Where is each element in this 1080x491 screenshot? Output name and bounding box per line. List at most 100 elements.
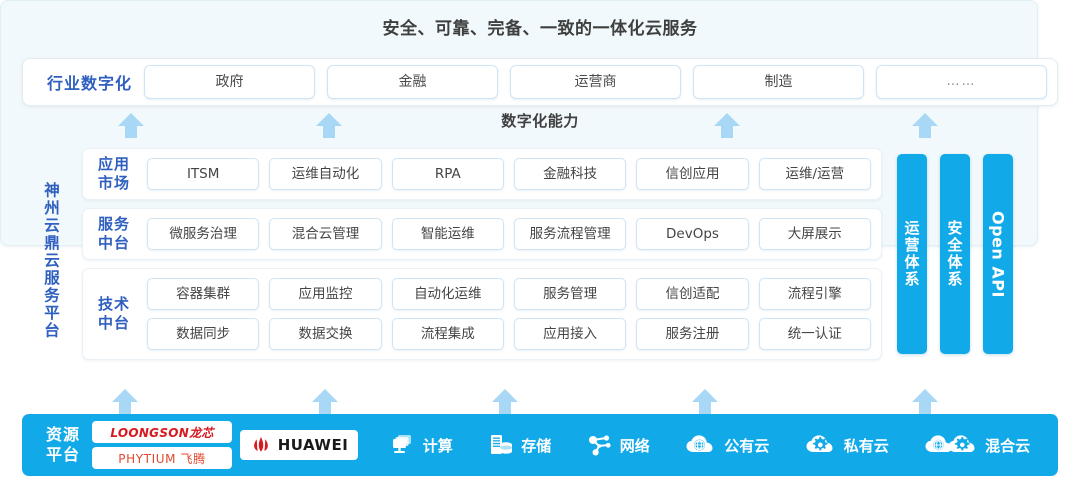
industry-chip-finance[interactable]: 金融 [327,65,499,99]
tile-row: 微服务治理 混合云管理 智能运维 服务流程管理 DevOps 大屏展示 [147,218,871,250]
pillar-open-api[interactable]: Open API [983,154,1013,354]
tile-application-access[interactable]: 应用接入 [513,318,627,350]
compute-icon [392,435,411,453]
industry-chip-manufacturing[interactable]: 制造 [693,65,865,99]
cloud-service-platform-panel [0,0,1038,246]
layer-body-application-market: ITSM 运维自动化 RPA 金融科技 信创应用 运维/运营 [145,158,881,190]
layer-title-application-market: 应用 市场 [83,155,145,193]
tile-application-monitoring[interactable]: 应用监控 [269,278,382,310]
layer-body-service-middle-platform: 微服务治理 混合云管理 智能运维 服务流程管理 DevOps 大屏展示 [145,218,881,250]
tile-fintech[interactable]: 金融科技 [513,158,627,190]
layer-title-line2: 中台 [97,234,130,252]
layer-title-line1: 应用 [97,155,130,174]
private-cloud-icon [806,435,833,452]
layer-title-line2: 市场 [97,174,130,192]
industry-chip-telecom[interactable]: 运营商 [510,65,682,99]
layer-body-technology-middle-platform: 容器集群 应用监控 自动化运维 服务管理 信创适配 流程引擎 数据同步 数据交换… [145,278,881,350]
resource-item-hybrid-cloud[interactable]: 混合云 [924,434,1030,456]
huawei-flower-icon [253,437,268,452]
tile-process-engine[interactable]: 流程引擎 [758,278,871,310]
resource-item-label: 计算 [422,436,453,455]
up-arrow-icon [714,112,740,138]
huawei-logo[interactable]: HUAWEI [240,430,359,460]
tile-xinchuang-adaptation[interactable]: 信创适配 [636,278,749,310]
tile-intelligent-ops[interactable]: 智能运维 [391,218,504,250]
tile-row: 容器集群 应用监控 自动化运维 服务管理 信创适配 流程引擎 [147,278,871,310]
tile-data-exchange[interactable]: 数据交换 [269,318,382,350]
resource-item-label: 私有云 [843,436,889,455]
layer-service-middle-platform: 服务 中台 微服务治理 混合云管理 智能运维 服务流程管理 DevOps 大屏展… [82,208,882,260]
up-arrow-icon [912,388,938,414]
industry-chip-list: 政府 金融 运营商 制造 …… [144,65,1048,99]
tile-service-management[interactable]: 服务管理 [513,278,627,310]
tile-microservice-governance[interactable]: 微服务治理 [147,218,260,250]
tile-service-registration[interactable]: 服务注册 [636,318,749,350]
digital-capability-strip: 数字化能力 [22,108,1058,138]
pillar-label: Open API [988,210,1008,298]
tile-hybrid-cloud-management[interactable]: 混合云管理 [269,218,382,250]
industry-digitalization-panel: 行业数字化 政府 金融 运营商 制造 …… [22,58,1058,106]
tile-itsm[interactable]: ITSM [147,158,260,190]
tile-service-process-management[interactable]: 服务流程管理 [513,218,627,250]
resource-item-label: 网络 [619,436,650,455]
hybrid-cloud-icon [925,435,975,452]
tile-rpa[interactable]: RPA [391,158,504,190]
tile-process-integration[interactable]: 流程集成 [391,318,504,350]
up-arrow-icon [692,388,718,414]
industry-label: 行业数字化 [47,74,133,93]
digital-capability-label: 数字化能力 [501,112,579,130]
resource-item-label: 存储 [521,436,552,455]
layer-title-service-middle-platform: 服务 中台 [83,215,145,253]
network-icon [588,435,611,456]
public-cloud-icon [686,435,713,452]
storage-icon [491,435,513,454]
tile-devops[interactable]: DevOps [636,218,749,250]
tile-ops-automation[interactable]: 运维自动化 [269,158,382,190]
industry-chip-more[interactable]: …… [876,65,1048,99]
resource-item-label: 公有云 [724,436,770,455]
resource-item-private-cloud[interactable]: 私有云 [805,434,889,456]
tile-row: 数据同步 数据交换 流程集成 应用接入 服务注册 统一认证 [147,318,871,350]
up-arrow-icon [112,388,138,414]
up-arrow-icon [316,112,342,138]
layer-technology-middle-platform: 技术 中台 容器集群 应用监控 自动化运维 服务管理 信创适配 流程引擎 数据同… [82,268,882,360]
up-arrow-icon [312,388,338,414]
up-arrow-icon [118,112,144,138]
pillar-label: 安全体系 [945,220,964,288]
resource-arrow-strip [22,384,1058,414]
tile-large-screen-display[interactable]: 大屏展示 [758,218,871,250]
up-arrow-icon [492,388,518,414]
tile-unified-authentication[interactable]: 统一认证 [758,318,871,350]
pillar-label: 运营体系 [902,220,921,288]
resource-platform-bar: 资源 平台 LOONGSON龙芯 PHYTIUM 飞腾 HUAWEI [22,414,1058,476]
resource-item-label: 混合云 [985,436,1031,455]
tile-xinchuang-app[interactable]: 信创应用 [636,158,749,190]
loongson-logo[interactable]: LOONGSON龙芯 [92,421,233,443]
layer-title-line1: 技术 [97,295,130,314]
resource-item-storage[interactable]: 存储 [488,433,551,457]
platform-vertical-label: 神州云鼎云服务平台 [42,182,60,340]
tile-ops-operations[interactable]: 运维/运营 [758,158,871,190]
resource-item-network[interactable]: 网络 [587,433,650,457]
pillar-security-system[interactable]: 安全体系 [940,154,970,354]
tile-row: ITSM 运维自动化 RPA 金融科技 信创应用 运维/运营 [147,158,871,190]
tile-automated-ops[interactable]: 自动化运维 [391,278,504,310]
tile-data-sync[interactable]: 数据同步 [147,318,260,350]
resource-item-compute[interactable]: 计算 [390,433,453,457]
resource-item-public-cloud[interactable]: 公有云 [685,434,769,456]
page-title: 安全、可靠、完备、一致的一体化云服务 [382,19,698,39]
resource-platform-label: 资源 平台 [32,425,92,465]
pillar-operations-system[interactable]: 运营体系 [897,154,927,354]
resource-item-list: 计算 存储 [372,433,1048,457]
chip-vendor-logo-stack: LOONGSON龙芯 PHYTIUM 飞腾 [92,421,233,469]
tile-container-cluster[interactable]: 容器集群 [147,278,260,310]
layer-title-technology-middle-platform: 技术 中台 [83,295,145,333]
phytium-logo[interactable]: PHYTIUM 飞腾 [92,447,233,469]
up-arrow-icon [912,112,938,138]
industry-chip-government[interactable]: 政府 [144,65,316,99]
resource-label-line2: 平台 [46,445,81,464]
huawei-wordmark: HUAWEI [277,436,349,454]
layer-title-line2: 中台 [97,314,130,332]
resource-label-line1: 资源 [46,425,81,444]
